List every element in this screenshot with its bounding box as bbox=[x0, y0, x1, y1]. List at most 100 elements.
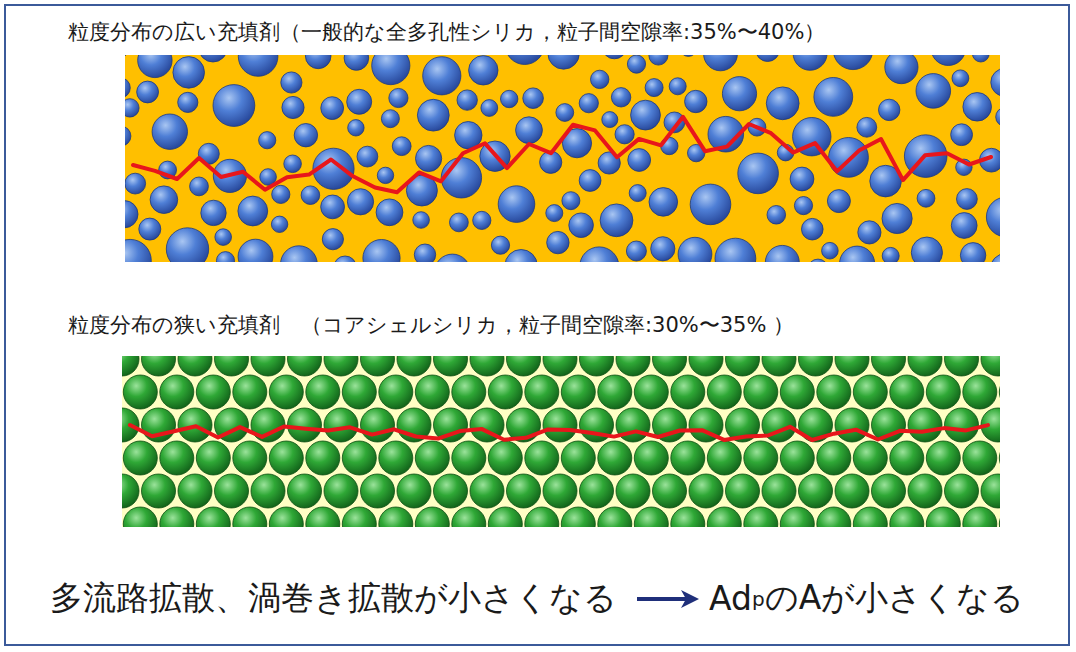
porous-particle bbox=[766, 87, 799, 120]
porous-particle bbox=[414, 244, 435, 262]
coreshell-particle bbox=[288, 474, 322, 508]
coreshell-particle bbox=[999, 441, 1000, 475]
porous-particle bbox=[125, 78, 130, 98]
coreshell-particle bbox=[361, 474, 395, 508]
coreshell-particle bbox=[251, 356, 285, 376]
porous-particle bbox=[951, 213, 977, 239]
coreshell-particle bbox=[853, 441, 887, 475]
coreshell-particle bbox=[196, 441, 230, 475]
coreshell-particle bbox=[525, 441, 559, 475]
porous-particle bbox=[281, 246, 318, 262]
coreshell-particle bbox=[452, 375, 486, 409]
porous-particle bbox=[392, 137, 411, 156]
porous-particle bbox=[301, 186, 320, 205]
coreshell-particle bbox=[434, 474, 468, 508]
porous-particle bbox=[389, 88, 408, 107]
porous-particle bbox=[626, 241, 646, 261]
porous-particle bbox=[282, 96, 304, 118]
coreshell-particle bbox=[890, 507, 924, 527]
porous-particle bbox=[281, 72, 302, 93]
coreshell-particle bbox=[908, 474, 942, 508]
particle-bed bbox=[122, 356, 1000, 527]
coreshell-particle bbox=[123, 507, 157, 527]
porous-particle bbox=[602, 112, 618, 128]
porous-particle bbox=[125, 126, 131, 146]
conclusion-row: 多流路拡散、渦巻き拡散が小さくなる AdpのAが小さくなる bbox=[50, 576, 1024, 621]
porous-particle bbox=[631, 100, 661, 130]
coreshell-particle bbox=[981, 356, 1000, 376]
porous-particle bbox=[651, 237, 675, 261]
coreshell-particle bbox=[361, 408, 395, 442]
porous-particle bbox=[600, 204, 633, 237]
porous-particle bbox=[649, 55, 668, 65]
coreshell-particle bbox=[963, 375, 997, 409]
coreshell-particle bbox=[122, 356, 139, 376]
coreshell-particle bbox=[945, 408, 979, 442]
coreshell-particle bbox=[689, 474, 723, 508]
porous-particle bbox=[469, 56, 498, 85]
porous-particle bbox=[591, 70, 609, 88]
coreshell-particle bbox=[397, 474, 431, 508]
porous-particle bbox=[715, 238, 756, 262]
porous-particle bbox=[501, 90, 518, 107]
porous-particle bbox=[627, 55, 645, 73]
coreshell-particle bbox=[671, 375, 705, 409]
coreshell-particle bbox=[817, 507, 851, 527]
porous-particle bbox=[885, 55, 918, 84]
porous-particle bbox=[794, 197, 812, 215]
coreshell-particle bbox=[561, 375, 595, 409]
porous-particle bbox=[125, 55, 128, 58]
coreshell-particle bbox=[653, 356, 687, 376]
coreshell-particle bbox=[452, 507, 486, 527]
porous-particle bbox=[579, 94, 598, 113]
coreshell-particle bbox=[799, 356, 833, 376]
coreshell-particle bbox=[561, 441, 595, 475]
coreshell-particle bbox=[835, 474, 869, 508]
coreshell-particle bbox=[142, 408, 176, 442]
coreshell-particle bbox=[306, 507, 340, 527]
porous-particle bbox=[215, 229, 232, 246]
panel-heading: 粒度分布の狭い充填剤 （コアシェルシリカ，粒子間空隙率:30%〜35% ） bbox=[68, 313, 1010, 338]
coreshell-particle bbox=[580, 356, 614, 376]
porous-particle bbox=[840, 246, 875, 262]
porous-particle bbox=[678, 237, 712, 262]
porous-particle bbox=[669, 78, 686, 95]
porous-particle bbox=[882, 203, 912, 233]
conclusion-text: 多流路拡散、渦巻き拡散が小さくなる bbox=[50, 576, 617, 621]
porous-particle bbox=[348, 120, 364, 136]
coreshell-particle bbox=[598, 375, 632, 409]
porous-particle bbox=[972, 55, 989, 62]
coreshell-particle bbox=[908, 356, 942, 376]
coreshell-particle bbox=[926, 507, 960, 527]
coreshell-particle bbox=[835, 408, 869, 442]
coreshell-particle bbox=[142, 356, 176, 376]
porous-particle bbox=[505, 250, 537, 263]
porous-particle bbox=[629, 185, 646, 202]
porous-particle bbox=[579, 170, 601, 192]
porous-particle bbox=[125, 99, 139, 117]
coreshell-particle bbox=[324, 408, 358, 442]
porous-particle bbox=[417, 99, 449, 131]
coreshell-particle bbox=[580, 474, 614, 508]
porous-particle bbox=[137, 81, 159, 103]
coreshell-particle bbox=[342, 375, 376, 409]
porous-particle bbox=[138, 55, 172, 78]
packing-panel: 粒度分布の狭い充填剤 （コアシェルシリカ，粒子間空隙率:30%〜35% ） bbox=[68, 313, 1010, 527]
particle-bed bbox=[125, 55, 1000, 262]
porous-particle bbox=[547, 231, 569, 253]
porous-particle bbox=[199, 55, 228, 62]
porous-particle bbox=[879, 99, 900, 120]
conclusion-text: Ad bbox=[709, 579, 752, 618]
coreshell-particle bbox=[543, 474, 577, 508]
coreshell-particle bbox=[507, 474, 541, 508]
porous-particle bbox=[238, 55, 278, 76]
coreshell-particle bbox=[160, 375, 194, 409]
porous-particle bbox=[690, 184, 731, 225]
porous-particle bbox=[441, 158, 481, 198]
panel-heading: 粒度分布の広い充填剤（一般的な全多孔性シリカ，粒子間空隙率:35%〜40%） bbox=[68, 20, 1010, 45]
porous-particle bbox=[213, 85, 255, 127]
coreshell-particle bbox=[908, 408, 942, 442]
coreshell-particle bbox=[142, 474, 176, 508]
porous-particle bbox=[321, 195, 345, 219]
coreshell-particle bbox=[288, 408, 322, 442]
